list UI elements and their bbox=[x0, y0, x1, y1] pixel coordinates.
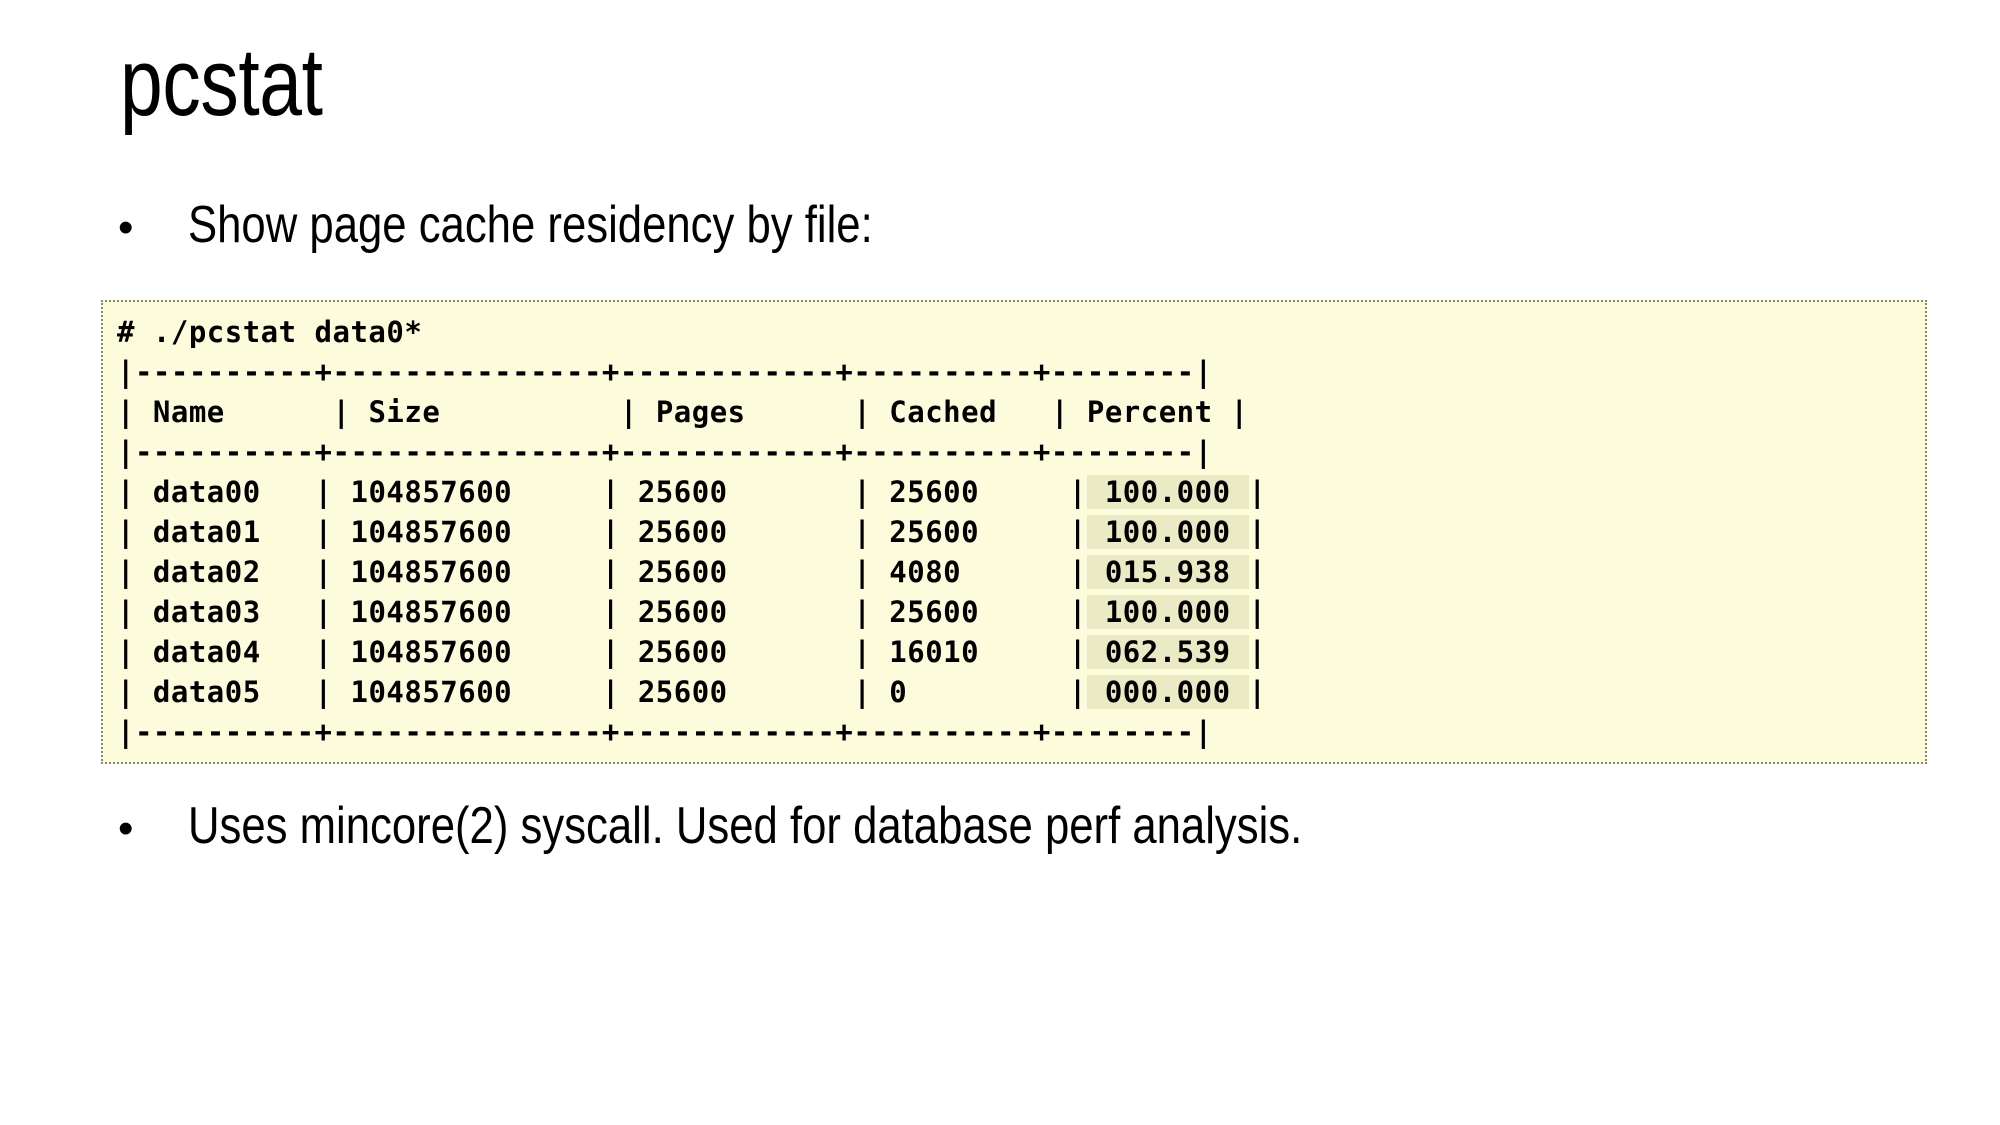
row-pipe-2: | bbox=[601, 595, 638, 629]
row-pipe-1: | bbox=[314, 675, 351, 709]
bullet-text-1: Show page cache residency by file: bbox=[188, 196, 873, 254]
cell-pages: 25600 bbox=[637, 675, 854, 709]
row-pipe-2: | bbox=[601, 475, 638, 509]
row-pipe-4: | bbox=[1068, 515, 1087, 549]
cell-size: 104857600 bbox=[350, 555, 602, 589]
cell-percent: 100.000 bbox=[1086, 515, 1249, 549]
table-header-row: | Name | Size | Pages | Cached | Percent… bbox=[117, 392, 1925, 432]
column-header-pages: Pages bbox=[655, 395, 854, 429]
row-pipe-1: | bbox=[314, 515, 351, 549]
bullet-item-1: • Show page cache residency by file: bbox=[118, 196, 1003, 256]
cell-cached: 25600 bbox=[889, 595, 1069, 629]
cell-name: data03 bbox=[152, 595, 315, 629]
row-pipe-5: | bbox=[1248, 595, 1267, 629]
cell-name: data01 bbox=[152, 515, 315, 549]
row-pipe-0: | bbox=[117, 595, 153, 629]
cell-size: 104857600 bbox=[350, 515, 602, 549]
header-sep-3: | bbox=[853, 395, 890, 429]
table-row: | data03 | 104857600 | 25600 | 25600 | 1… bbox=[117, 592, 1925, 632]
row-pipe-3: | bbox=[853, 555, 890, 589]
cell-name: data04 bbox=[152, 635, 315, 669]
header-sep-1: | bbox=[332, 395, 369, 429]
cell-pages: 25600 bbox=[637, 555, 854, 589]
cell-percent: 100.000 bbox=[1086, 595, 1249, 629]
row-pipe-1: | bbox=[314, 595, 351, 629]
cell-size: 104857600 bbox=[350, 635, 602, 669]
terminal-output-block: # ./pcstat data0* |----------+----------… bbox=[101, 300, 1927, 764]
header-suffix-pipe: | bbox=[1230, 395, 1249, 429]
row-pipe-2: | bbox=[601, 515, 638, 549]
bullet-marker-icon: • bbox=[118, 203, 134, 252]
cell-cached: 0 bbox=[889, 675, 1069, 709]
header-sep-4: | bbox=[1050, 395, 1087, 429]
terminal-command-line: # ./pcstat data0* bbox=[117, 315, 423, 349]
table-body: | data00 | 104857600 | 25600 | 25600 | 1… bbox=[117, 472, 1925, 712]
row-pipe-3: | bbox=[853, 515, 890, 549]
row-pipe-5: | bbox=[1248, 635, 1267, 669]
row-pipe-5: | bbox=[1248, 475, 1267, 509]
table-row: | data01 | 104857600 | 25600 | 25600 | 1… bbox=[117, 512, 1925, 552]
table-row: | data05 | 104857600 | 25600 | 0 | 000.0… bbox=[117, 672, 1925, 712]
row-pipe-5: | bbox=[1248, 515, 1267, 549]
row-pipe-2: | bbox=[601, 555, 638, 589]
row-pipe-3: | bbox=[853, 475, 890, 509]
table-rule-top: |----------+---------------+------------… bbox=[117, 355, 1213, 389]
row-pipe-0: | bbox=[117, 635, 153, 669]
cell-percent: 015.938 bbox=[1086, 555, 1249, 589]
cell-pages: 25600 bbox=[637, 635, 854, 669]
column-header-size: Size bbox=[368, 395, 620, 429]
cell-percent: 000.000 bbox=[1086, 675, 1249, 709]
header-prefix-pipe: | bbox=[117, 395, 153, 429]
row-pipe-2: | bbox=[601, 635, 638, 669]
cell-cached: 4080 bbox=[889, 555, 1069, 589]
cell-cached: 25600 bbox=[889, 475, 1069, 509]
table-rule-mid: |----------+---------------+------------… bbox=[117, 435, 1213, 469]
row-pipe-0: | bbox=[117, 555, 153, 589]
cell-pages: 25600 bbox=[637, 515, 854, 549]
cell-percent: 062.539 bbox=[1086, 635, 1249, 669]
page-title: pcstat bbox=[120, 29, 323, 136]
cell-size: 104857600 bbox=[350, 595, 602, 629]
column-header-percent: Percent bbox=[1086, 395, 1231, 429]
row-pipe-0: | bbox=[117, 675, 153, 709]
cell-size: 104857600 bbox=[350, 475, 602, 509]
row-pipe-2: | bbox=[601, 675, 638, 709]
table-row: | data04 | 104857600 | 25600 | 16010 | 0… bbox=[117, 632, 1925, 672]
cell-name: data02 bbox=[152, 555, 315, 589]
row-pipe-4: | bbox=[1068, 595, 1087, 629]
cell-pages: 25600 bbox=[637, 595, 854, 629]
row-pipe-3: | bbox=[853, 635, 890, 669]
cell-cached: 25600 bbox=[889, 515, 1069, 549]
bullet-item-2: • Uses mincore(2) syscall. Used for data… bbox=[118, 797, 1515, 857]
table-row: | data02 | 104857600 | 25600 | 4080 | 01… bbox=[117, 552, 1925, 592]
row-pipe-4: | bbox=[1068, 475, 1087, 509]
row-pipe-3: | bbox=[853, 675, 890, 709]
column-header-cached: Cached bbox=[889, 395, 1051, 429]
row-pipe-0: | bbox=[117, 515, 153, 549]
cell-percent: 100.000 bbox=[1086, 475, 1249, 509]
table-row: | data00 | 104857600 | 25600 | 25600 | 1… bbox=[117, 472, 1925, 512]
row-pipe-0: | bbox=[117, 475, 153, 509]
cell-cached: 16010 bbox=[889, 635, 1069, 669]
cell-name: data05 bbox=[152, 675, 315, 709]
table-rule-bottom: |----------+---------------+------------… bbox=[117, 715, 1213, 749]
row-pipe-3: | bbox=[853, 595, 890, 629]
bullet-marker-icon: • bbox=[118, 804, 134, 853]
column-header-name: Name bbox=[152, 395, 333, 429]
row-pipe-1: | bbox=[314, 555, 351, 589]
row-pipe-1: | bbox=[314, 475, 351, 509]
bullet-text-2: Uses mincore(2) syscall. Used for databa… bbox=[188, 797, 1303, 855]
row-pipe-4: | bbox=[1068, 555, 1087, 589]
cell-name: data00 bbox=[152, 475, 315, 509]
cell-pages: 25600 bbox=[637, 475, 854, 509]
cell-size: 104857600 bbox=[350, 675, 602, 709]
row-pipe-5: | bbox=[1248, 675, 1267, 709]
row-pipe-1: | bbox=[314, 635, 351, 669]
header-sep-2: | bbox=[619, 395, 656, 429]
row-pipe-5: | bbox=[1248, 555, 1267, 589]
row-pipe-4: | bbox=[1068, 635, 1087, 669]
row-pipe-4: | bbox=[1068, 675, 1087, 709]
